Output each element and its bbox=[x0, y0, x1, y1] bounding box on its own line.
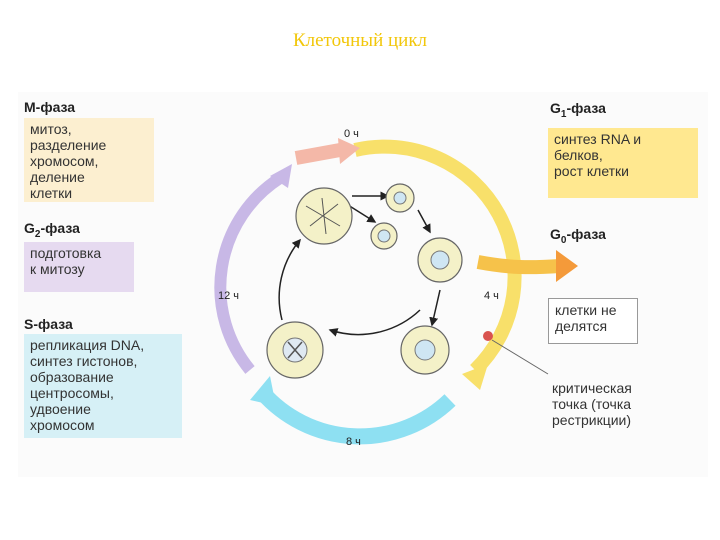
g2-phase-title: G2-фаза bbox=[24, 220, 80, 240]
g1-phase-description: синтез RNA и белков, рост клетки bbox=[548, 128, 698, 198]
hour-label-0: 0 ч bbox=[344, 128, 359, 140]
g1-arrowhead bbox=[462, 364, 488, 390]
hour-label-12: 12 ч bbox=[218, 290, 240, 302]
inner-cycle-arrow bbox=[328, 309, 421, 337]
g2-arc bbox=[214, 172, 284, 374]
daughter-cell-2 bbox=[370, 222, 398, 250]
hour-label-8: 8 ч bbox=[346, 436, 361, 448]
g0-arrowhead bbox=[556, 250, 578, 282]
m-arrowhead bbox=[338, 138, 360, 164]
m-arrow bbox=[294, 143, 342, 165]
s-arc bbox=[255, 386, 456, 445]
page-title: Клеточный цикл bbox=[292, 30, 428, 51]
inner-arrow-4 bbox=[429, 289, 441, 327]
g0-phase-description: клетки не делятся bbox=[548, 298, 638, 344]
mitotic-cell bbox=[295, 187, 353, 245]
inner-arrow-1 bbox=[347, 204, 377, 223]
g0-branch bbox=[476, 255, 561, 275]
g0-phase-title: G0-фаза bbox=[550, 226, 606, 246]
s-cell bbox=[400, 325, 450, 375]
daughter-cell-1 bbox=[385, 183, 415, 213]
g2-cell bbox=[266, 321, 324, 379]
g1-phase-title: G1-фаза bbox=[550, 100, 606, 120]
g1-arc bbox=[353, 139, 522, 376]
s-arrowhead bbox=[250, 376, 276, 406]
s-phase-description: репликация DNA, синтез гистонов, образов… bbox=[24, 334, 182, 438]
g2-phase-description: подготовка к митозу bbox=[24, 242, 134, 292]
hour-label-4: 4 ч bbox=[484, 290, 499, 302]
m-phase-title: M-фаза bbox=[24, 99, 76, 115]
inner-arrow-3 bbox=[417, 209, 431, 234]
m-phase-description: митоз, разделение хромосом, деление клет… bbox=[24, 118, 154, 202]
restriction-leader-line bbox=[491, 339, 549, 375]
g2-arrowhead bbox=[270, 164, 292, 188]
restriction-point-label: критическая точка (точка рестрикции) bbox=[552, 380, 632, 428]
restriction-point-marker bbox=[483, 331, 493, 341]
inner-cycle-arrow-left bbox=[278, 238, 301, 321]
s-phase-title: S-фаза bbox=[24, 316, 73, 332]
g1-cell bbox=[417, 237, 463, 283]
